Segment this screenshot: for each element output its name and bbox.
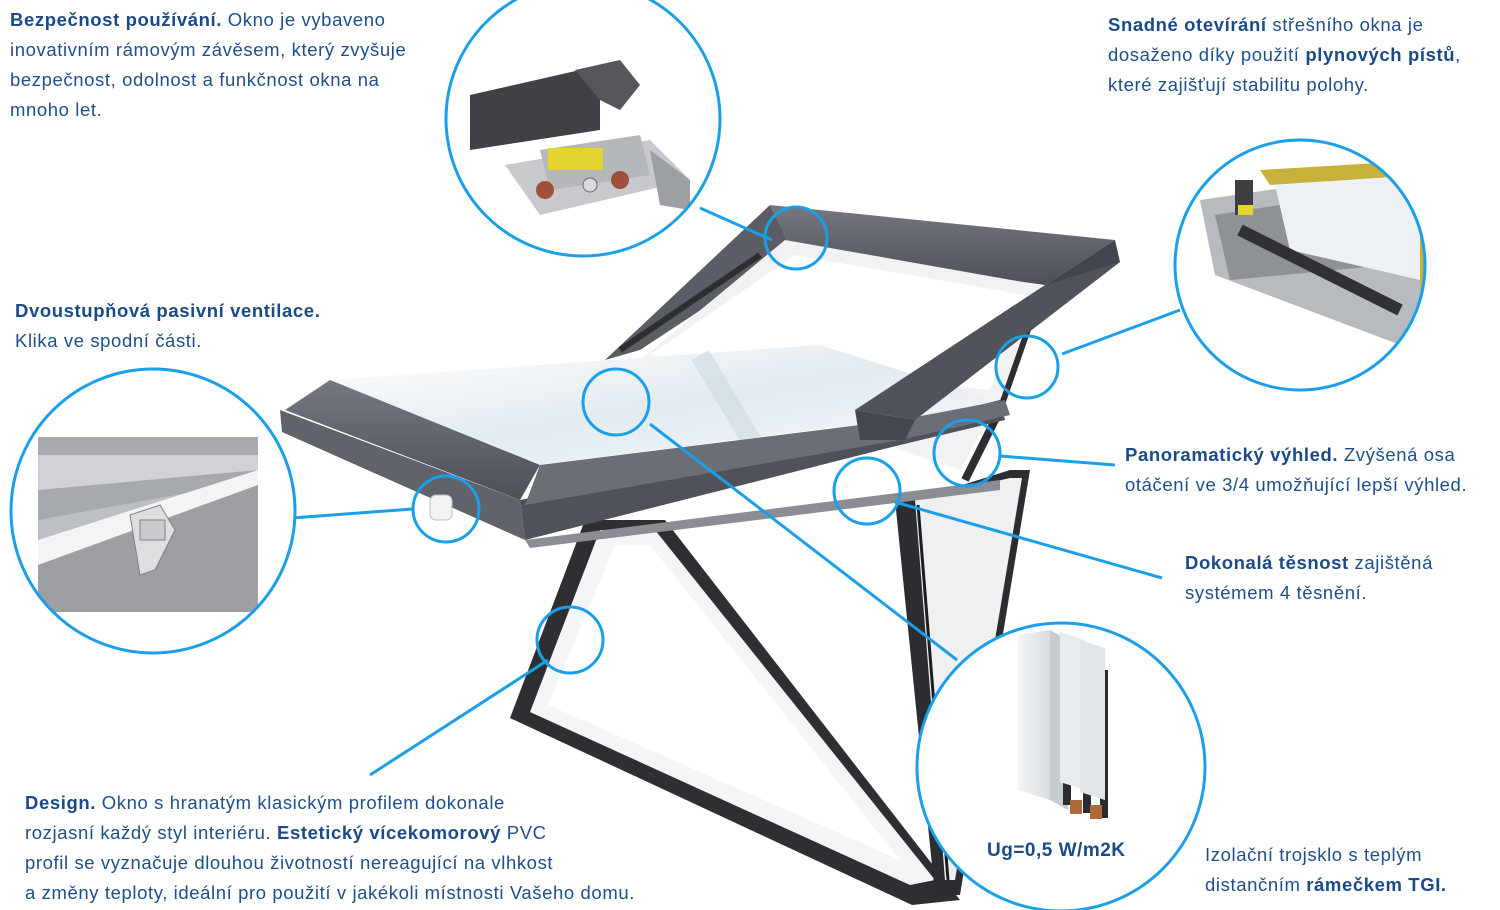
callout-opening-text-1: střešního okna je <box>1272 14 1424 35</box>
callout-panorama: Panoramatický výhled. Zvýšená osa otáčen… <box>1125 440 1467 500</box>
zoom-circle-hinge <box>444 0 722 258</box>
callout-opening: Snadné otevírání střešního okna je dosaž… <box>1108 14 1461 95</box>
callout-ventilation: Dvoustupňová pasivní ventilace. Klika ve… <box>15 296 320 356</box>
callout-design-text-3: PVC <box>506 822 547 843</box>
callout-opening-bold-2: plynových pístů <box>1305 44 1456 65</box>
marker-piston <box>994 334 1060 400</box>
callout-safety: Bezpečnost používání. Okno je vybaveno i… <box>10 5 406 125</box>
detail-markers <box>411 205 1060 675</box>
callout-panorama-text: Zvýšená osa <box>1343 444 1456 465</box>
callout-opening-text-3: které zajišťují stabilitu polohy. <box>1108 74 1369 95</box>
callout-design-text-2: rozjasní každý styl interiéru. <box>25 822 272 843</box>
callout-glazing-text-2: distančním <box>1205 874 1301 895</box>
callout-sealing: Dokonalá těsnost zajištěná systémem 4 tě… <box>1185 548 1433 608</box>
callout-safety-line-2: inovativním rámovým závěsem, který zvyšu… <box>10 39 407 60</box>
marker-hinge <box>763 205 829 271</box>
zoom-circle-ventilation <box>9 367 297 655</box>
callout-design: Design. Okno s hranatým klasickým profil… <box>25 788 635 908</box>
callout-design-line-3: profil se vyznačuje dlouhou životností n… <box>25 852 554 873</box>
callout-opening-title: Snadné otevírání <box>1108 14 1267 35</box>
callout-sealing-line-2: systémem 4 těsnění. <box>1185 582 1368 603</box>
callout-opening-text-2: dosaženo díky použití <box>1108 44 1300 65</box>
callout-ventilation-title: Dvoustupňová pasivní ventilace. <box>15 300 321 321</box>
marker-design <box>535 605 605 675</box>
callout-sealing-title: Dokonalá těsnost <box>1185 552 1349 573</box>
marker-axis <box>932 418 1002 488</box>
callout-glazing-text-1: Izolační trojsklo s teplým <box>1205 844 1423 865</box>
marker-glass <box>581 367 651 437</box>
callout-panorama-title: Panoramatický výhled. <box>1125 444 1339 465</box>
callout-glazing-bold: rámečkem TGI. <box>1306 874 1447 895</box>
zoom-circle-piston <box>1173 138 1427 392</box>
callout-connectors <box>291 206 1181 777</box>
callout-design-text-1: Okno s hranatým klasickým profilem dokon… <box>101 792 505 813</box>
marker-handle <box>411 474 481 544</box>
callout-sealing-text: zajištěná <box>1354 552 1433 573</box>
window-sash <box>280 262 1120 548</box>
zoom-circle-glazing <box>915 621 1207 910</box>
callout-safety-line-3: bezpečnost, odolnost a funkčnost okna na <box>10 69 380 90</box>
callout-design-line-4: a změny teploty, ideální pro použití v j… <box>25 882 635 903</box>
callout-safety-line-4: mnoho let. <box>10 99 103 120</box>
callout-ventilation-line-2: Klika ve spodní části. <box>15 330 202 351</box>
callout-safety-text: Okno je vybaveno <box>227 9 386 30</box>
callout-design-bold-2: Estetický vícekomorový <box>277 822 502 843</box>
ug-value-label: Ug=0,5 W/m2K <box>987 840 1126 861</box>
callout-panorama-line-2: otáčení ve 3/4 umožňující lepší výhled. <box>1125 474 1468 495</box>
callout-design-title: Design. <box>25 792 97 813</box>
callout-safety-title: Bezpečnost používání. <box>10 9 223 30</box>
callout-glazing: Izolační trojsklo s teplým distančním rá… <box>1205 840 1447 900</box>
roof-window-illustration <box>280 205 1120 905</box>
marker-seal <box>832 456 902 526</box>
